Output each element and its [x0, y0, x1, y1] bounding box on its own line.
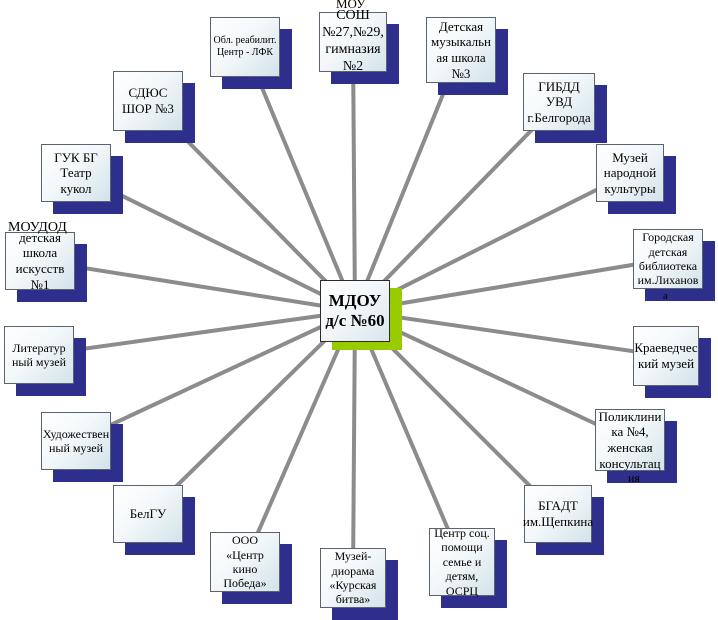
node-art-school-label: детская школа искусств №1 — [5, 230, 75, 292]
node-cinema: ООО «Центр кино Победа» — [210, 532, 292, 604]
node-gibdd-label: ГИБДД УВД г.Белгорода — [523, 73, 595, 131]
node-puppet-theatre-label: ГУК БГ Театр кукол — [41, 144, 111, 202]
node-bgadt-label: БГАДТ им.Щепкина — [523, 485, 593, 543]
node-music-school-label: Детская музыкальн ая школа №3 — [426, 17, 496, 83]
node-sports-school: СДЮС ШОР №3 — [113, 71, 195, 143]
node-puppet-theatre: ГУК БГ Театр кукол — [41, 144, 123, 214]
node-local-museum: Краеведчес кий музей — [633, 326, 711, 398]
overflow-text-library: а — [663, 290, 668, 302]
node-library: Городская детская библиотека им.Лиханов — [633, 229, 715, 301]
connector-rehab-center — [243, 46, 357, 312]
node-social-center: Центр соц. помощи семье и детям, ОСРЦ — [429, 526, 507, 608]
connector-literary-museum — [38, 309, 356, 357]
node-belgu: БелГУ — [113, 485, 195, 555]
connector-art-school — [39, 259, 356, 313]
connector-sosh — [351, 41, 357, 312]
node-literary-museum-label: Литератур ный музей — [4, 326, 74, 384]
node-folk-museum: Музей народной культуры — [596, 144, 676, 214]
node-bgadt: БГАДТ им.Щепкина — [523, 485, 604, 555]
node-social-center-label: Центр соц. помощи семье и детям, ОСРЦ — [429, 526, 495, 598]
connector-local-museum — [354, 309, 667, 358]
node-gibdd: ГИБДД УВД г.Белгорода — [523, 73, 607, 143]
node-sports-school-label: СДЮС ШОР №3 — [113, 71, 183, 131]
node-art-school: детская школа искусств №1 — [5, 230, 87, 302]
node-art-museum: Художествен ный музей — [41, 412, 123, 482]
center-node-label: МДОУ д/с №60 — [320, 280, 390, 342]
node-belgu-label: БелГУ — [113, 485, 183, 543]
node-diorama-label: Музей- диорама «Курская битва» — [320, 548, 386, 608]
connector-diorama — [351, 310, 357, 579]
node-cinema-label: ООО «Центр кино Победа» — [210, 532, 280, 592]
connector-belgu — [146, 309, 357, 516]
connector-cinema — [243, 310, 357, 563]
node-art-museum-label: Художествен ный музей — [41, 412, 111, 470]
overflow-text-sosh: МОУ — [336, 0, 366, 11]
node-rehab-center-label: Обл. реабилит. Центр - ЛФК — [210, 17, 280, 77]
node-music-school: Детская музыкальн ая школа №3 — [426, 17, 508, 95]
node-diorama: Музей- диорама «Курская битва» — [320, 548, 398, 620]
node-clinic: Поликлини ка №4, женская консультац — [595, 409, 677, 483]
node-local-museum-label: Краеведчес кий музей — [633, 326, 699, 386]
center-node: МДОУ д/с №60 — [320, 280, 402, 350]
node-sosh-label: СОШ №27,№29, гимназия №2 — [319, 8, 387, 74]
node-clinic-label: Поликлини ка №4, женская консультац — [595, 409, 665, 471]
connector-library — [354, 257, 669, 313]
node-library-label: Городская детская библиотека им.Лиханов — [633, 229, 703, 289]
node-literary-museum: Литератур ный музей — [4, 326, 86, 396]
connector-social-center — [353, 310, 464, 563]
overflow-text-art-school: МОУДОД — [8, 220, 67, 235]
node-rehab-center: Обл. реабилит. Центр - ЛФК — [210, 17, 292, 89]
overflow-text-clinic: ия — [628, 471, 640, 485]
connector-art-museum — [75, 309, 356, 443]
connector-gibdd — [353, 100, 561, 313]
node-sosh: СОШ №27,№29, гимназия №2 — [319, 8, 399, 84]
node-folk-museum-label: Музей народной культуры — [596, 144, 664, 202]
